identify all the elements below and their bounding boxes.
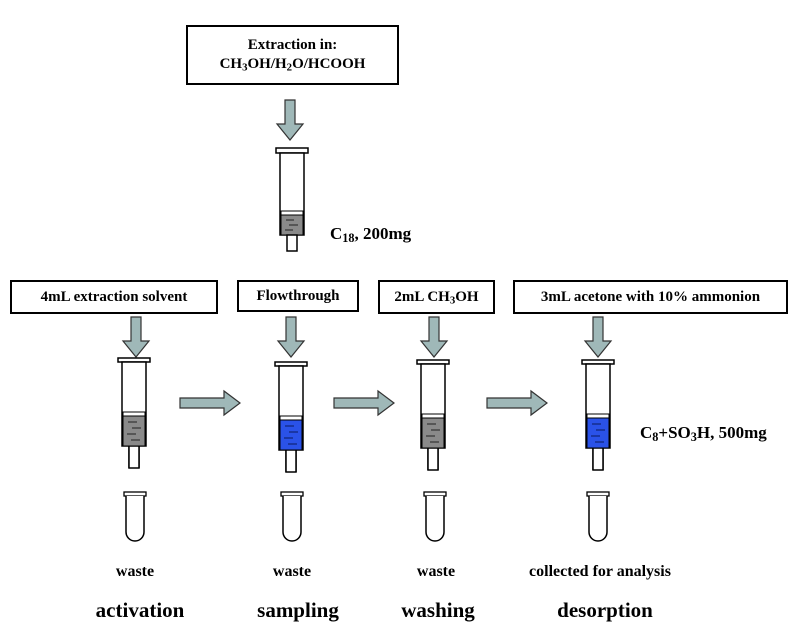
c18-cartridge-label: C18, 200mg xyxy=(330,224,412,246)
extraction-title: Extraction in: xyxy=(247,37,338,54)
down-arrow-icon xyxy=(276,99,304,141)
down-arrow-icon xyxy=(277,316,305,358)
step-input-box-washing: 2mL CH3OH xyxy=(378,280,495,314)
step-name-sampling: sampling xyxy=(257,598,339,622)
step-name-washing: washing xyxy=(401,598,475,622)
step-input-text: 4mL extraction solvent xyxy=(40,288,188,305)
right-arrow-icon xyxy=(179,390,241,416)
down-arrow-icon xyxy=(420,316,448,358)
spe-cartridge-activation xyxy=(117,357,151,469)
waste-tube-activation xyxy=(123,491,147,542)
step-name-desorption: desorption xyxy=(557,598,653,622)
extraction-solvent-box: Extraction in: CH3OH/H2O/HCOOH xyxy=(186,25,399,85)
step-input-box-sampling: Flowthrough xyxy=(237,280,359,312)
step-input-formula: 2mL CH3OH xyxy=(394,288,479,307)
waste-tube-washing xyxy=(423,491,447,542)
tube-label-sampling: waste xyxy=(272,563,312,580)
collection-tube-desorption xyxy=(586,491,610,542)
tube-label-desorption: collected for analysis xyxy=(529,563,671,580)
waste-tube-sampling xyxy=(280,491,304,542)
right-arrow-icon xyxy=(333,390,395,416)
spe-cartridge-sampling xyxy=(274,361,308,473)
step-name-activation: activation xyxy=(95,598,185,622)
step-input-text: Flowthrough xyxy=(256,287,340,304)
c18-cartridge xyxy=(275,147,309,252)
step-input-box-desorption: 3mL acetone with 10% ammonion xyxy=(513,280,788,314)
down-arrow-icon xyxy=(122,316,150,358)
tube-label-washing: waste xyxy=(416,563,456,580)
step-input-text: 3mL acetone with 10% ammonion xyxy=(540,288,761,305)
extraction-solvent-formula: CH3OH/H2O/HCOOH xyxy=(219,56,366,74)
c8-so3h-cartridge-label: C8+SO3H, 500mg xyxy=(640,423,767,445)
spe-cartridge-washing xyxy=(416,359,450,471)
spe-cartridge-desorption xyxy=(581,359,615,471)
down-arrow-icon xyxy=(584,316,612,358)
right-arrow-icon xyxy=(486,390,548,416)
tube-label-activation: waste xyxy=(115,563,155,580)
step-input-box-activation: 4mL extraction solvent xyxy=(10,280,218,314)
